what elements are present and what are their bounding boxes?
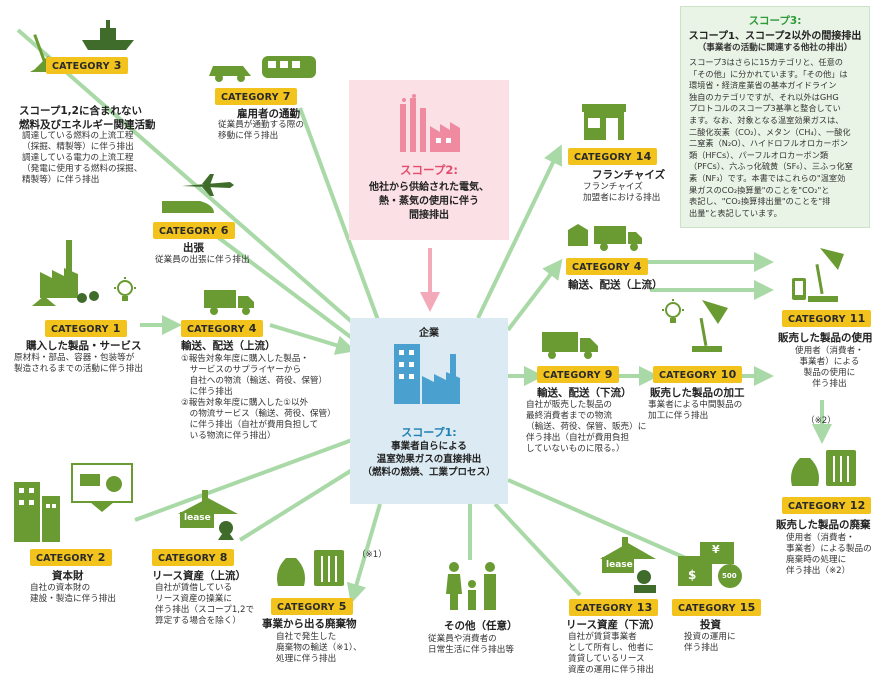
family-icon bbox=[446, 562, 496, 610]
trash-bag-and-bin-icon bbox=[277, 550, 344, 586]
category-12-title: 販売した製品の廃棄 bbox=[776, 519, 871, 531]
category-6-title: 出張 bbox=[183, 242, 204, 254]
convenience-store-icon bbox=[582, 104, 626, 140]
category-3-desc: 調達している燃料の上流工程 （採掘、精製等）に伴う排出 調達している電力の上流工… bbox=[22, 131, 143, 185]
category-10-title: 販売した製品の加工 bbox=[650, 387, 745, 399]
category-4-upstream-desc: ①報告対象年度に購入した製品・ サービスのサプライヤーから 自社への物流（輸送、… bbox=[181, 354, 336, 441]
scope1-desc: 事業者自らによる 温室効果ガスの直接排出 （燃料の燃焼、工業プロセス） bbox=[362, 441, 496, 478]
upstream-lines bbox=[16, 28, 380, 542]
category-5-title: 事業から出る廃棄物 bbox=[262, 618, 357, 630]
category-7-desc: 従業員が通勤する際の 移動に伴う排出 bbox=[218, 120, 304, 141]
category-10-desc: 事業者による中間製品の 加工に伴う排出 bbox=[648, 400, 743, 421]
category-3-title: スコープ1,2に含まれない bbox=[19, 105, 142, 117]
category-5-desc: 自社で発生した 廃棄物の輸送（※1）、 処理に伴う排出 bbox=[276, 632, 362, 664]
category-2-desc: 自社の資本財の 建設・製造に伴う排出 bbox=[30, 583, 116, 604]
category-13-title: リース資産（下流） bbox=[566, 619, 660, 631]
category-14-title: フランチャイズ bbox=[592, 169, 666, 181]
dollar-sign: $ bbox=[688, 568, 697, 582]
lightbulb-icon bbox=[114, 277, 136, 301]
package-icon bbox=[568, 224, 588, 246]
category-11-title: 販売した製品の使用 bbox=[778, 332, 873, 344]
power-plant-icon bbox=[400, 94, 460, 152]
scope2-title: スコープ2: bbox=[400, 163, 458, 177]
category-8-desc: 自社が賃借している リース資産の操業に 伴う排出（スコープ1,2で 算定する場合… bbox=[155, 583, 255, 626]
truck-icon bbox=[204, 290, 254, 315]
category-9-title: 輸送、配送（下流） bbox=[537, 387, 632, 399]
phone-icon bbox=[792, 278, 806, 300]
machinery-icon bbox=[71, 463, 133, 512]
category-8-title: リース資産（上流） bbox=[152, 570, 246, 582]
car-icon bbox=[209, 66, 251, 82]
scope3-panel: スコープ3: スコープ1、スコープ2以外の間接排出 （事業者の活動に関連する他社… bbox=[680, 6, 870, 228]
note-2-label: （※2） bbox=[806, 416, 836, 426]
category-2-title: 資本財 bbox=[52, 570, 84, 582]
scope3-body: スコープ3はさらに15カテゴリと、任意の 「その他」に分かれています。「その他」… bbox=[689, 57, 853, 218]
note-1-label: （※1） bbox=[357, 550, 387, 560]
coin-label: 500 bbox=[722, 572, 737, 580]
company-building-icon bbox=[394, 344, 460, 404]
scope3-title: スコープ3: bbox=[748, 15, 802, 27]
scope3-subtitle: スコープ1、スコープ2以外の間接排出 bbox=[688, 31, 862, 42]
airplane-icon bbox=[182, 174, 234, 196]
ship-icon bbox=[82, 20, 134, 50]
category-3-title2: 燃料及びエネルギー関連活動 bbox=[19, 119, 156, 131]
scope2-desc: 他社から供給された電気、 熱・蒸気の使用に伴う 間接排出 bbox=[369, 182, 489, 221]
money-icon bbox=[678, 542, 742, 588]
leased-building-icon bbox=[178, 490, 238, 540]
category-15-title: 投資 bbox=[700, 619, 721, 631]
scope1-panel: 企業 スコープ1: 事業者自らによる 温室効果ガスの直接排出 （燃料の燃焼、工業… bbox=[350, 318, 508, 504]
lease-tag-upstream: lease bbox=[184, 513, 211, 523]
scope1-title: スコープ1: bbox=[401, 426, 457, 439]
lamp-icon bbox=[808, 248, 844, 302]
bullet-train-icon bbox=[162, 201, 214, 213]
category-14-desc: フランチャイズ 加盟者における排出 bbox=[583, 182, 661, 203]
category-4-upstream-title: 輸送、配送（上流） bbox=[181, 340, 276, 352]
category-9-desc: 自社が販売した製品の 最終消費者までの物流 （輸送、荷役、保管、販売）に 伴う排… bbox=[526, 400, 647, 454]
category-15-desc: 投資の運用に 伴う排出 bbox=[684, 632, 736, 653]
category-1-title: 購入した製品・サービス bbox=[26, 340, 142, 352]
logistics-truck-icon bbox=[542, 332, 598, 359]
other-desc: 従業員や消費者の 日常生活に伴う排出等 bbox=[428, 634, 514, 655]
delivery-truck-icon bbox=[594, 226, 642, 251]
category-7-title: 雇用者の通勤 bbox=[237, 108, 300, 120]
desk-lamp-icon bbox=[692, 300, 728, 352]
category-1-desc: 原材料・部品、容器・包装等が 製造されるまでの活動に伴う排出 bbox=[14, 353, 143, 374]
yen-sign: ¥ bbox=[712, 543, 720, 556]
leased-assets-downstream-icon bbox=[600, 537, 656, 593]
category-4-downstream-title: 輸送、配送（上流） bbox=[568, 279, 663, 291]
category-12-desc: 使用者（消費者・ 事業者）による製品の 廃棄時の処理に 伴う排出（※2） bbox=[786, 533, 872, 576]
product-lightbulb-icon bbox=[662, 299, 684, 323]
factory-icon bbox=[32, 240, 99, 306]
company-label: 企業 bbox=[419, 328, 439, 339]
office-building-icon bbox=[14, 482, 60, 542]
disposal-bag-and-bin-icon bbox=[791, 450, 856, 486]
other-title: その他（任意） bbox=[444, 620, 518, 632]
lease-tag-downstream: lease bbox=[606, 560, 633, 570]
scope2-panel: スコープ2: 他社から供給された電気、 熱・蒸気の使用に伴う 間接排出 bbox=[349, 80, 509, 240]
category-6-desc: 従業員の出張に伴う排出 bbox=[155, 255, 250, 265]
category-11-desc: 使用者（消費者・ 事業者）による 製品の使用に 伴う排出 bbox=[795, 346, 864, 389]
category-13-desc: 自社が賃貸事業者 として所有し、他者に 賃貸しているリース 資産の運用に伴う排出 bbox=[568, 632, 654, 675]
train-icon bbox=[262, 56, 316, 78]
scope3-note: （事業者の活動に関連する他社の排出） bbox=[697, 43, 853, 53]
